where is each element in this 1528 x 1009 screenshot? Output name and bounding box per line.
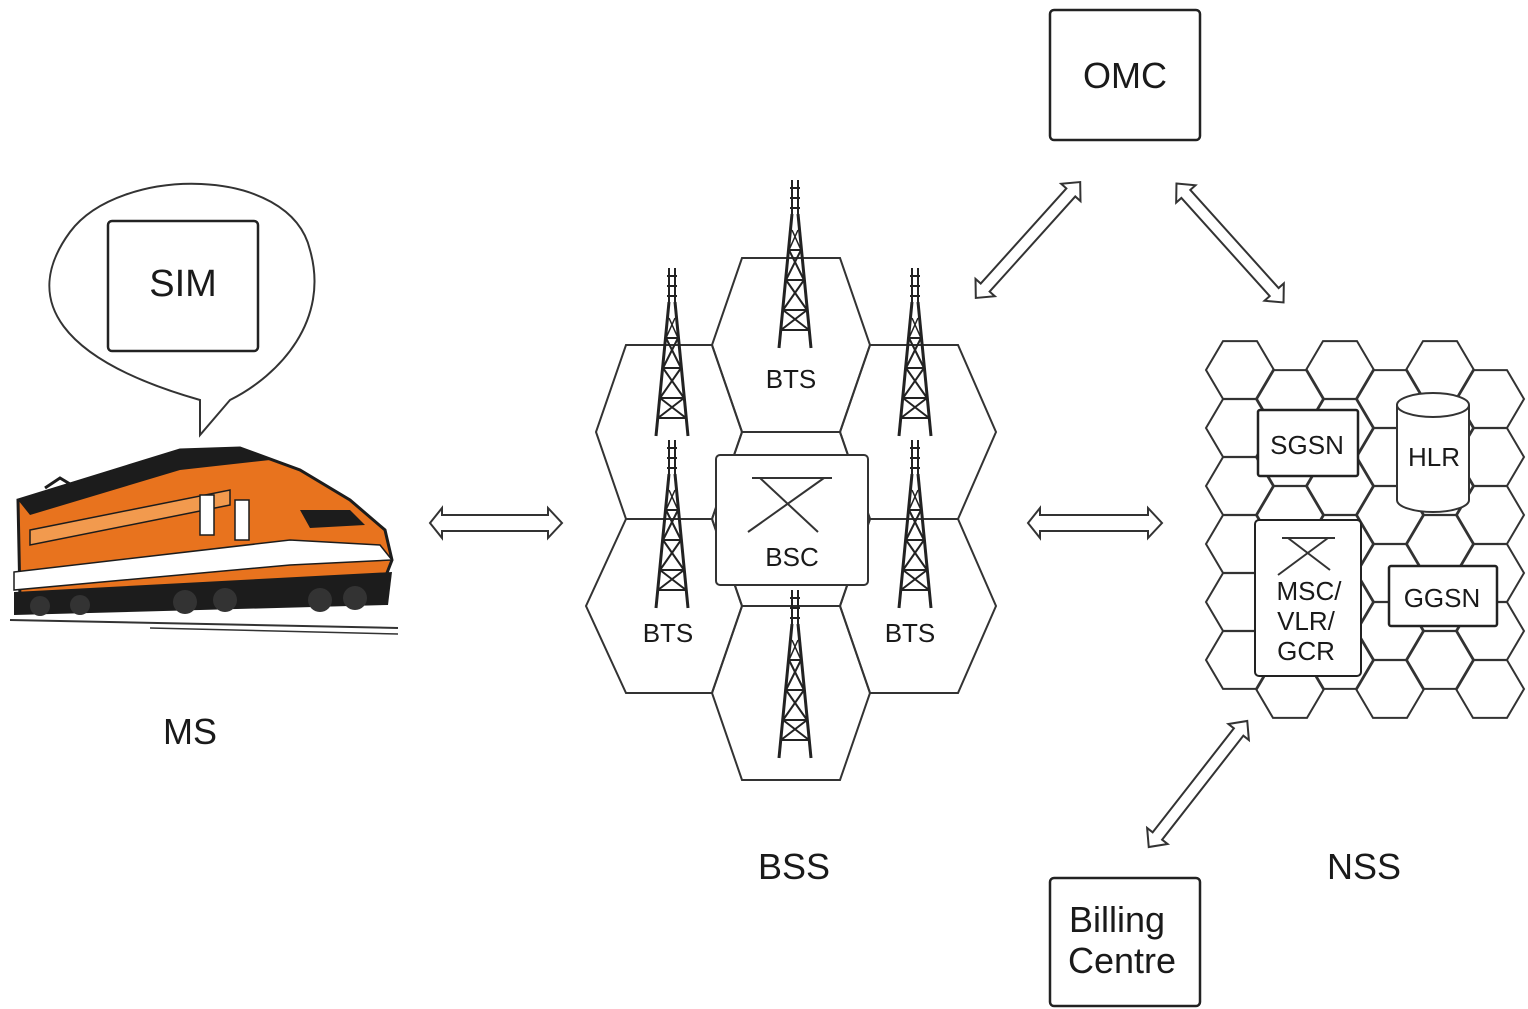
sgsn-node: SGSN [1256,408,1360,478]
bts-right-label: BTS [885,618,936,648]
database-cylinder-icon: HLR [1396,392,1470,513]
hlr-label: HLR [1408,442,1460,472]
sim-card-box [106,219,260,353]
omc-bss-link-arrow [974,180,1082,300]
bsc-label: BSC [765,542,818,572]
msc-label-line1: MSC/ [1277,576,1343,606]
sgsn-label: SGSN [1270,430,1344,460]
switch-icon [1277,537,1335,576]
nss-cell-grid [1204,340,1526,719]
ms-bss-link-arrow [428,505,564,541]
nss-billing-link-arrow [1145,719,1251,849]
bts-left-label: BTS [643,618,694,648]
ms-label: MS [163,711,217,752]
antenna-tower-icon [777,180,813,350]
bss-nss-link-arrow [1026,505,1164,541]
nss-cell [1304,340,1376,400]
sim-bubble: SIM [48,182,316,438]
antenna-tower-icon [654,268,690,438]
antenna-tower-icon [777,590,813,760]
nss-cell [1454,659,1526,719]
omc-nss-link-arrow [1175,182,1285,304]
sim-label: SIM [149,263,217,305]
ggsn-node: GGSN [1387,564,1499,628]
switch-icon [747,477,832,533]
nss-cell [1404,514,1476,574]
ggsn-label: GGSN [1404,583,1481,613]
msc-vlr-gcr-node: MSC/ VLR/ GCR [1254,519,1362,677]
nss-cell [1404,340,1476,400]
billing-centre-node: Billing Centre [1048,876,1202,1008]
msc-label-line2: VLR/ [1277,606,1336,636]
billing-label-line2: Centre [1068,940,1176,981]
bts-top-label: BTS [766,364,817,394]
nss-cell [1204,340,1276,400]
antenna-tower-icon [897,268,933,438]
omc-label: OMC [1083,55,1167,96]
msc-label-line3: GCR [1277,636,1335,666]
nss-cell [1404,630,1476,690]
nss-cell [1354,659,1426,719]
omc-node: OMC [1048,8,1202,142]
train-icon [9,446,399,635]
antenna-tower-icon [654,440,690,610]
bss-cell-grid [584,257,998,781]
nss-label: NSS [1327,846,1401,887]
antenna-tower-icon [897,440,933,610]
billing-label-line1: Billing [1069,899,1165,940]
bsc-node: BSC [715,454,869,586]
bss-label: BSS [758,846,830,887]
